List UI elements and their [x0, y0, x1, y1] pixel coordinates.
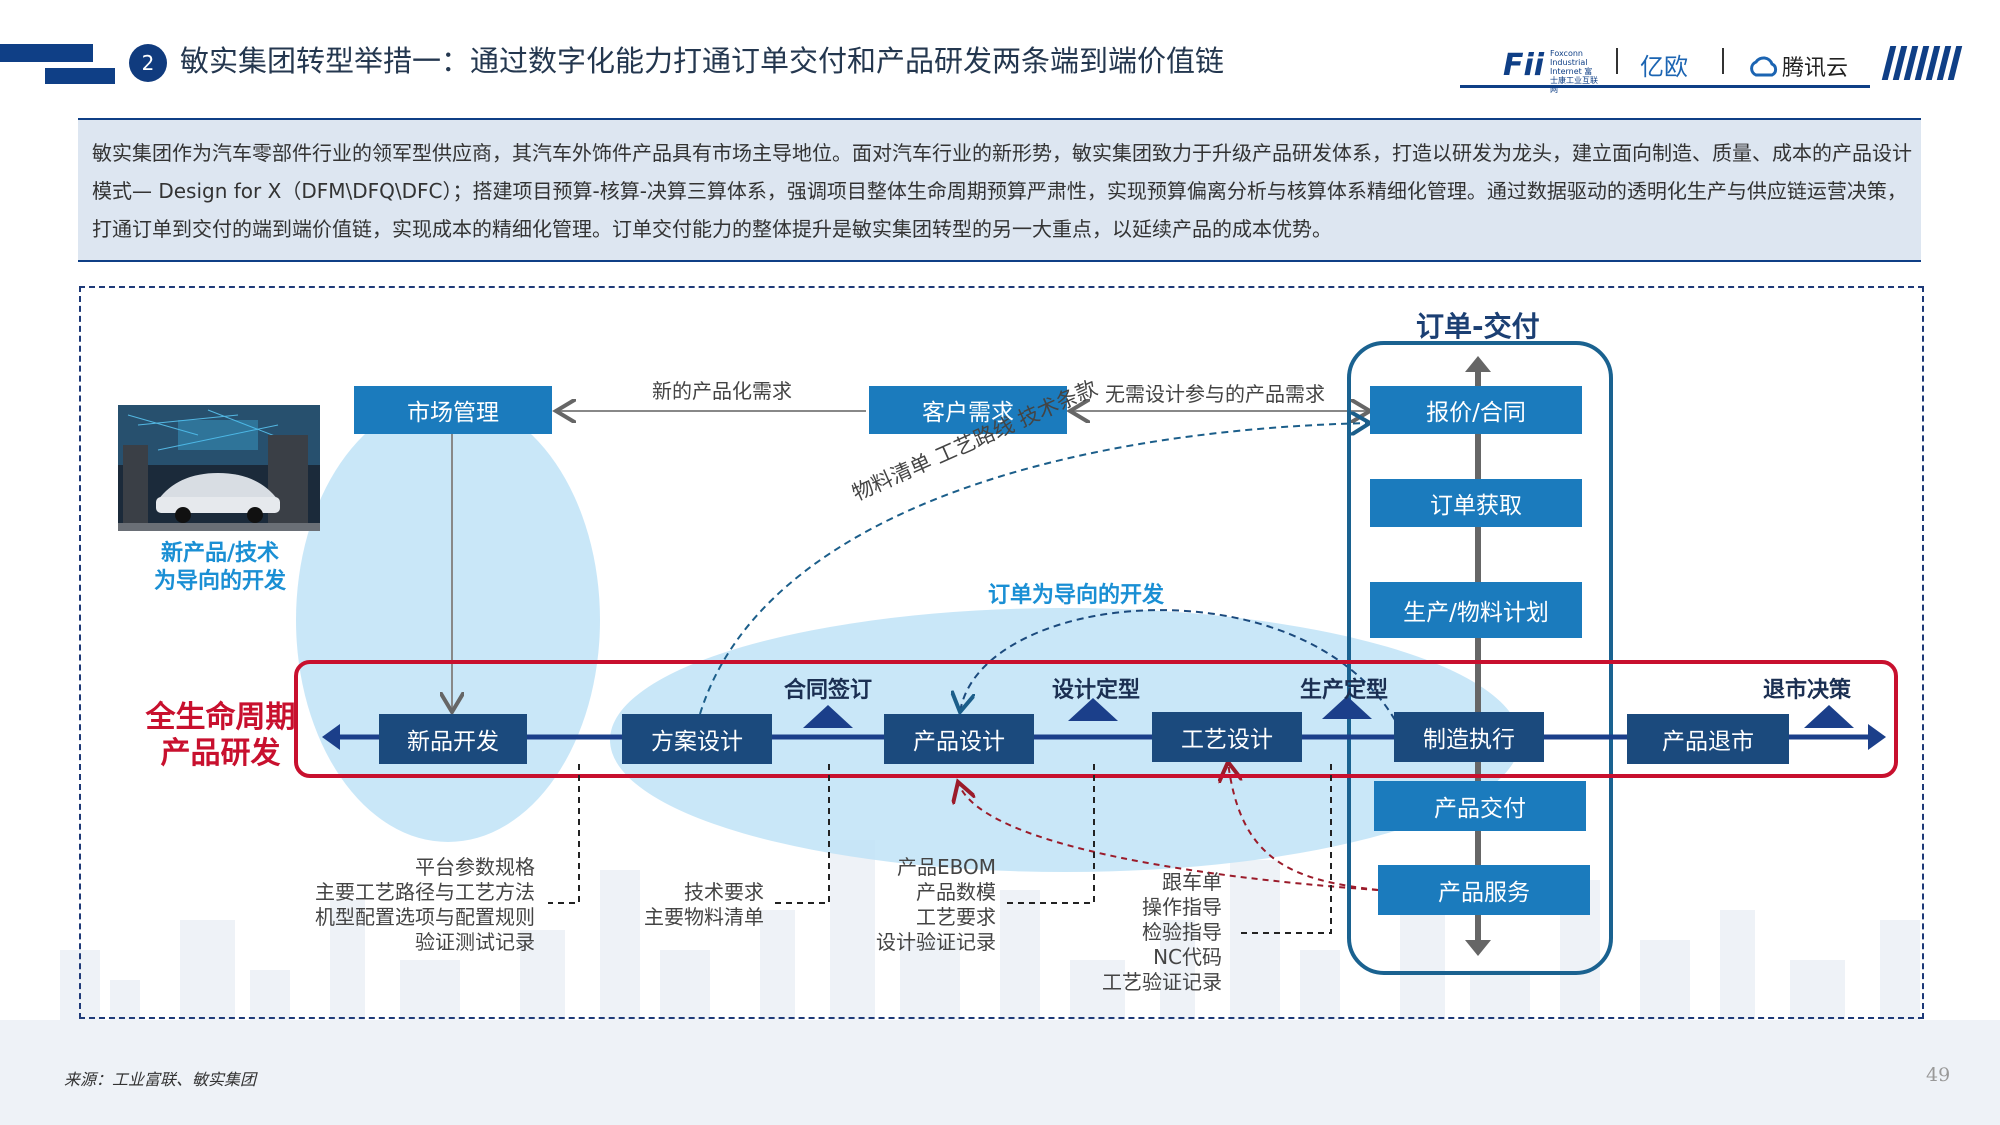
process-deliverables: 跟车单 操作指导 检验指导 NC代码 工艺验证记录 — [1066, 870, 1222, 995]
lifecycle-label-line1: 全生命周期 — [145, 700, 296, 735]
diagram-frame — [79, 286, 1924, 1019]
car-production-image — [118, 405, 320, 531]
market-management-box: 市场管理 — [354, 386, 552, 434]
production-material-plan-box: 生产/物料计划 — [1370, 582, 1582, 638]
milestone-design-freeze: 设计定型 — [1052, 678, 1141, 703]
order-acquisition-box: 订单获取 — [1370, 479, 1582, 527]
header-accent-bar-small — [45, 68, 115, 84]
city-skyline-background — [0, 840, 2000, 1125]
intro-text: 敏实集团作为汽车零部件行业的领军型供应商，其汽车外饰件产品具有市场主导地位。面对… — [92, 141, 1912, 241]
milestone-retirement-decision: 退市决策 — [1763, 678, 1852, 703]
foxconn-logo: Fii — [1503, 48, 1545, 83]
tencent-cloud-logo: 腾讯云 — [1748, 50, 1848, 82]
new-product-deliverables: 平台参数规格 主要工艺路径与工艺方法 机型配置选项与配置规则 验证测试记录 — [300, 855, 535, 955]
product-deliverables: 产品EBOM 产品数模 工艺要求 设计验证记录 — [846, 855, 996, 955]
product-design-box: 产品设计 — [884, 714, 1034, 764]
list-item: 操作指导 — [1142, 895, 1222, 919]
tencent-cloud-label: 腾讯云 — [1782, 56, 1849, 81]
yiou-logo: 亿欧 — [1640, 53, 1688, 81]
product-delivery-box: 产品交付 — [1374, 781, 1586, 831]
new-product-dev-label-line1: 新产品/技术 — [160, 541, 280, 566]
milestone-production-freeze: 生产定型 — [1300, 678, 1389, 703]
intro-box — [78, 118, 1921, 262]
list-item: 主要工艺路径与工艺方法 — [315, 880, 535, 904]
new-product-demand-label: 新的产品化需求 — [652, 379, 792, 403]
page-title: 敏实集团转型举措一：通过数字化能力打通订单交付和产品研发两条端到端价值链 — [180, 44, 1225, 78]
list-item: 平台参数规格 — [415, 855, 535, 879]
list-item: 产品EBOM — [896, 855, 996, 879]
source-note: 来源：工业富联、敏实集团 — [64, 1070, 257, 1089]
scheme-design-box: 方案设计 — [622, 714, 772, 764]
quote-contract-box: 报价/合同 — [1370, 386, 1582, 434]
order-dev-ellipse — [610, 608, 1520, 872]
section-number-badge: 2 — [129, 44, 167, 82]
list-item: NC代码 — [1153, 945, 1222, 969]
scheme-deliverables: 技术要求 主要物料清单 — [634, 880, 764, 930]
new-product-dev-box: 新品开发 — [379, 714, 527, 764]
list-item: 产品数模 — [916, 880, 996, 904]
order-delivery-title: 订单-交付 — [1416, 310, 1540, 343]
list-item: 机型配置选项与配置规则 — [315, 905, 535, 929]
new-product-dev-label-line2: 为导向的开发 — [153, 569, 286, 594]
product-retirement-box: 产品退市 — [1627, 714, 1789, 764]
customer-demand-box: 客户需求 — [869, 386, 1067, 434]
process-design-box: 工艺设计 — [1152, 712, 1302, 762]
lifecycle-label-line2: 产品研发 — [160, 736, 281, 771]
list-item: 工艺验证记录 — [1102, 970, 1222, 994]
milestone-contract-signing: 合同签订 — [784, 678, 873, 703]
list-item: 设计验证记录 — [876, 930, 996, 954]
product-service-box: 产品服务 — [1378, 865, 1590, 915]
order-oriented-dev-label: 订单为导向的开发 — [988, 583, 1165, 608]
list-item: 工艺要求 — [916, 905, 996, 929]
lifecycle-frame — [294, 660, 1898, 778]
list-item: 技术要求 — [684, 880, 764, 904]
logo-separator — [1616, 48, 1618, 74]
lifecycle-label: 全生命周期 产品研发 — [138, 700, 303, 772]
no-design-demand-label: 无需设计参与的产品需求 — [1105, 382, 1325, 406]
logo-underline — [1460, 85, 1870, 88]
page-number: 49 — [1926, 1064, 1951, 1086]
list-item: 跟车单 — [1162, 870, 1222, 894]
new-product-dev-label: 新产品/技术 为导向的开发 — [140, 540, 300, 596]
header-accent-bar — [0, 44, 93, 62]
foxconn-logo-subtext: Foxconn Industrial Internet 富士康工业互联网 — [1550, 49, 1598, 94]
list-item: 验证测试记录 — [415, 930, 535, 954]
logo-separator — [1722, 48, 1724, 74]
cloud-icon — [1750, 56, 1778, 77]
list-item: 主要物料清单 — [644, 905, 764, 929]
list-item: 检验指导 — [1142, 920, 1222, 944]
order-delivery-frame — [1347, 341, 1613, 975]
manufacturing-execution-box: 制造执行 — [1394, 712, 1544, 762]
